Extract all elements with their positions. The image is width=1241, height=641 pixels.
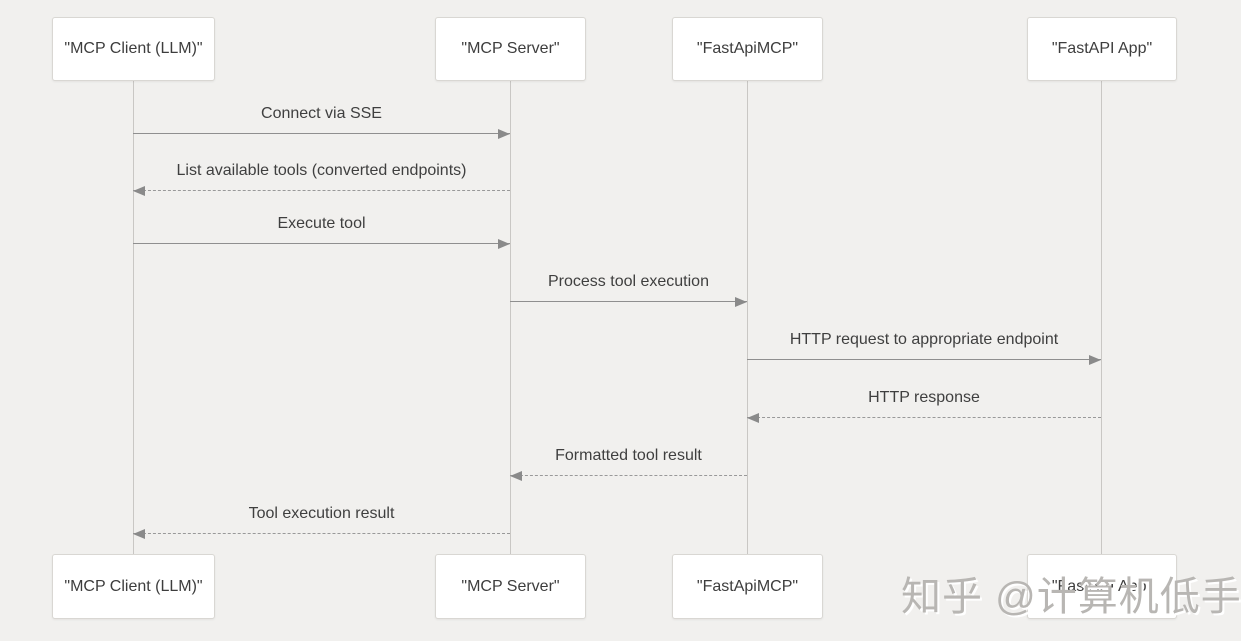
participant-mcp-client-bottom: "MCP Client (LLM)" [52, 554, 215, 619]
message-line [133, 243, 510, 244]
message-line [747, 359, 1101, 360]
message-label: List available tools (converted endpoint… [176, 162, 467, 179]
message-line [510, 475, 747, 476]
participant-mcp-client-top: "MCP Client (LLM)" [52, 17, 215, 81]
participant-label: "FastAPI App" [1051, 577, 1153, 595]
message-label: Formatted tool result [555, 447, 702, 464]
message-label: Tool execution result [248, 505, 395, 522]
arrowhead-right-icon [1089, 355, 1101, 365]
message-label: HTTP request to appropriate endpoint [789, 331, 1059, 348]
participant-fastapimcp-top: "FastApiMCP" [672, 17, 823, 81]
message-line [747, 417, 1101, 418]
participant-label: "MCP Server" [461, 577, 560, 595]
arrowhead-left-icon [510, 471, 522, 481]
watermark: 知乎 @计算机低手 [901, 575, 1241, 619]
lifeline-fastapimcp [747, 81, 748, 554]
participant-mcp-server-bottom: "MCP Server" [435, 554, 586, 619]
lifeline-fastapi-app [1101, 81, 1102, 554]
participant-label: "MCP Client (LLM)" [64, 577, 203, 595]
message-line [133, 190, 510, 191]
message-line [133, 533, 510, 534]
message-label: HTTP response [868, 389, 980, 406]
participant-label: "FastApiMCP" [696, 577, 799, 595]
lifeline-mcp-client [133, 81, 134, 554]
participant-label: "FastAPI App" [1051, 40, 1153, 57]
arrowhead-left-icon [133, 529, 145, 539]
lifeline-mcp-server [510, 81, 511, 554]
arrowhead-right-icon [498, 129, 510, 139]
arrowhead-left-icon [747, 413, 759, 423]
arrowhead-right-icon [498, 239, 510, 249]
message-label: Connect via SSE [261, 105, 382, 122]
arrowhead-left-icon [133, 186, 145, 196]
participant-label: "MCP Server" [461, 40, 560, 57]
participant-label: "FastApiMCP" [696, 40, 799, 57]
message-label: Execute tool [277, 215, 366, 232]
participant-fastapimcp-bottom: "FastApiMCP" [672, 554, 823, 619]
message-line [133, 133, 510, 134]
participant-label: "MCP Client (LLM)" [64, 40, 203, 57]
message-label: Process tool execution [548, 273, 709, 290]
message-line [510, 301, 747, 302]
participant-fastapi-app-top: "FastAPI App" [1027, 17, 1177, 81]
arrowhead-right-icon [735, 297, 747, 307]
participant-mcp-server-top: "MCP Server" [435, 17, 586, 81]
participant-fastapi-app-bottom: "FastAPI App" [1027, 554, 1177, 619]
